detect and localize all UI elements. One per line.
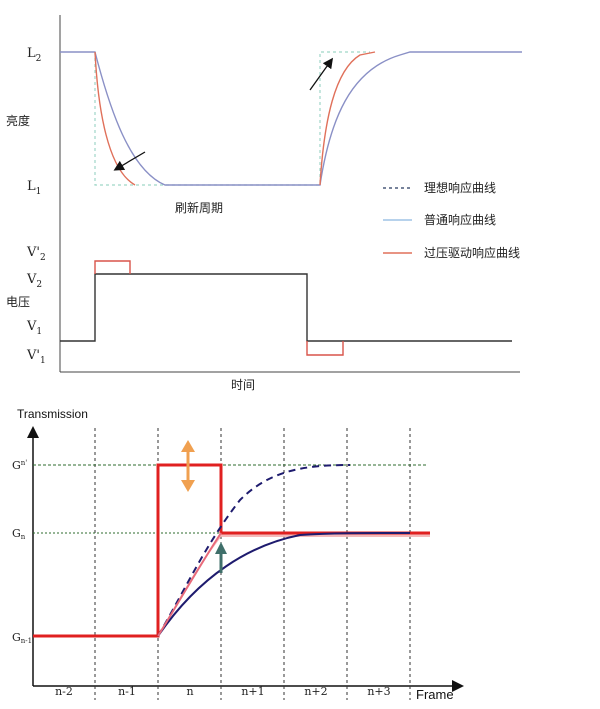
- overdrive-transmission-curve: [157, 532, 222, 637]
- frame-label: n-1: [118, 685, 136, 698]
- fall-arrow: [113, 151, 146, 171]
- frame-axis-label: Frame: [416, 687, 454, 702]
- frame-label: n-2: [55, 685, 73, 698]
- time-axis-label: 时间: [231, 378, 255, 392]
- top-diagram: L2 L1 亮度 刷新周期 理想响应曲线 普通响应曲线 过压驱动响应曲线 V'2…: [6, 15, 522, 392]
- voltage-overdrive-pulse-low: [306, 341, 344, 356]
- frame-labels: n-2 n-1 n n+1 n+2 n+3: [55, 685, 391, 698]
- frame-label: n: [186, 685, 193, 698]
- overdrive-drive-signal: [33, 463, 430, 638]
- bottom-diagram: Transmission Frame Gn' Gn Gn-1: [12, 407, 464, 702]
- up-down-arrow-head-bottom: [181, 480, 195, 492]
- legend-overdrive-label: 过压驱动响应曲线: [424, 245, 520, 260]
- up-arrow-head: [215, 542, 227, 554]
- overdrive-response-curve-rise: [319, 51, 376, 186]
- target-transmission-curve-dashed: [157, 464, 351, 637]
- gn-prime-label: Gn': [12, 459, 27, 472]
- legend-normal-label: 普通响应曲线: [424, 212, 496, 227]
- refresh-period-label: 刷新周期: [175, 200, 223, 215]
- voltage-overdrive-pulse-high: [94, 260, 131, 274]
- normal-transmission-curve: [157, 532, 411, 637]
- level-l1-label: L1: [27, 179, 41, 197]
- rise-arrow: [309, 57, 334, 91]
- frame-label: n+2: [304, 685, 327, 698]
- gn1-label: Gn-1: [12, 631, 32, 645]
- legend-ideal-label: 理想响应曲线: [424, 180, 496, 195]
- overdrive-response-curve: [94, 51, 136, 186]
- up-down-arrow-icon: [181, 440, 195, 492]
- up-arrow-icon: [215, 542, 227, 573]
- frame-label: n+1: [241, 685, 264, 698]
- level-l2-label: L2: [27, 46, 41, 64]
- transmission-axis-label: Transmission: [17, 407, 88, 421]
- voltage-v2-prime-label: V'2: [26, 245, 46, 263]
- voltage-v1-prime-label: V'1: [26, 348, 46, 366]
- frame-label: n+3: [367, 685, 390, 698]
- voltage-v2-label: V2: [26, 272, 42, 290]
- top-legend: 理想响应曲线 普通响应曲线 过压驱动响应曲线: [383, 180, 520, 260]
- overdrive-gain-area: [158, 533, 430, 636]
- voltage-normal-waveform: [60, 273, 512, 342]
- brightness-axis-label: 亮度: [6, 113, 30, 128]
- up-down-arrow-head-top: [181, 440, 195, 452]
- gn-label: Gn: [12, 527, 26, 541]
- voltage-axis-label: 电压: [6, 295, 30, 309]
- normal-response-curve: [60, 51, 522, 186]
- voltage-v1-label: V1: [26, 319, 42, 337]
- frame-dividers: [94, 428, 411, 700]
